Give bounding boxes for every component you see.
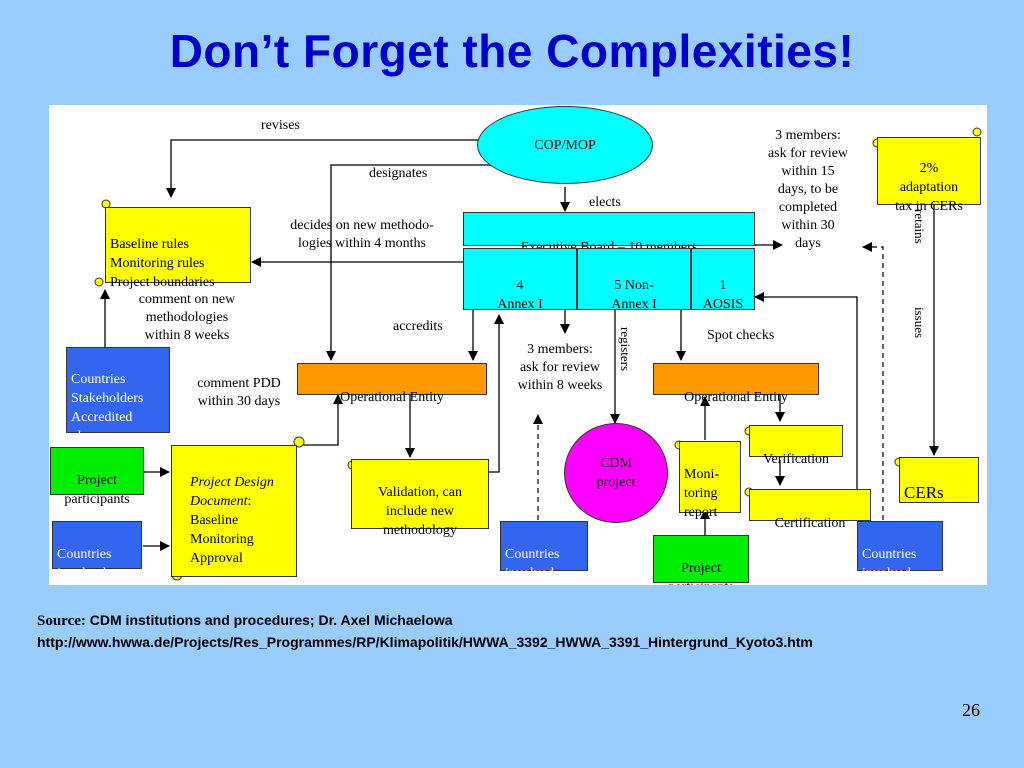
source-url[interactable]: http://www.hwwa.de/Projects/Res_Programm… [37,634,813,650]
countries-stakeholders-node: Countries Stakeholders Accredited observ… [66,347,170,444]
project-participants-right-node: Project participants [653,535,749,585]
operational-entity-left-label: Operational Entity [340,390,444,405]
label-issues: issues [912,307,927,339]
arrow-countries-right-review [862,242,884,520]
label-registers: registers [618,327,633,372]
eb-aosis-label: 1 AOSIS [702,278,744,312]
operational-entity-right-node: Operational Entity [653,363,819,405]
monitoring-report-node: Moni- toring report [679,441,741,520]
project-participants-left-label: Project participants [64,473,130,507]
eb-aosis-node: 1 AOSIS [691,248,755,312]
cers-node: CERs [899,457,979,503]
source-text: CDM institutions and procedures; Dr. Axe… [85,612,453,628]
executive-board-node: Executive Board – 10 members [463,212,755,255]
label-comment-methodologies: comment on new methodologies within 8 we… [138,292,236,343]
countries-involved-left-node: Countries involved [52,521,142,581]
countries-involved-left-label: Countries involved [57,547,112,581]
baseline-rules-label: Baseline rules Monitoring rules Project … [110,237,215,290]
countries-stakeholders-label: Countries Stakeholders Accredited observ… [71,372,144,444]
certification-node: Certification [749,489,871,531]
adaptation-tax-node: 2% adaptation tax in CERs [877,137,981,214]
arrow-validation-to-eb [489,314,504,473]
certification-label: Certification [774,516,846,531]
source-label: Source: [37,613,86,629]
pdd-title: Project Design Document [190,475,274,509]
countries-involved-right-node: Countries involved [857,521,943,581]
cop-mop-node: COP/MOP [477,106,653,184]
project-participants-right-label: Project participants [668,561,733,585]
eb-annex1-node: 4 Annex I [463,248,577,312]
pdd-node: Project Design Document: Baseline Monito… [171,445,297,577]
cdm-project-node: CDM project [564,423,668,523]
label-spot-checks: Spot checks [707,328,775,343]
cop-mop-label: COP/MOP [534,137,596,153]
source-citation: Source: CDM institutions and procedures;… [37,610,997,653]
adaptation-tax-label: 2% adaptation tax in CERs [895,161,963,214]
countries-involved-right-label: Countries involved [862,547,917,581]
verification-label: Verification [762,452,830,467]
operational-entity-left-node: Operational Entity [297,363,487,405]
validation-label: Validation, can include new methodology [378,485,462,538]
project-participants-left-node: Project participants [50,447,144,507]
cers-label: CERs [904,483,944,502]
validation-node: Validation, can include new methodology [351,459,489,538]
operational-entity-right-label: Operational Entity [684,390,788,405]
label-comment-pdd: comment PDD within 30 days [197,376,281,409]
pdd-colon: : [247,494,252,509]
pdd-body: Baseline Monitoring Approval [190,513,254,566]
countries-involved-mid-node: Countries involved [500,521,588,581]
countries-involved-mid-label: Countries involved [505,547,560,581]
cdm-project-label: CDM project [596,456,636,490]
verification-node: Verification [749,425,843,467]
cdm-diagram: COP/MOP Executive Board – 10 members 4 A… [49,105,987,585]
label-revises: revises [261,118,300,133]
label-elects: elects [589,195,621,210]
label-decides: decides on new methodo- logies within 4 … [290,218,434,251]
arrow-designates [326,164,501,361]
arrow-comment-pdd [297,394,343,446]
arrow-revises [166,139,481,198]
label-accredits: accredits [393,319,443,334]
slide-title: Don’t Forget the Complexities! [169,25,855,77]
monitoring-report-label: Moni- toring report [684,467,719,520]
label-three-members-8weeks: 3 members: ask for review within 8 weeks [517,342,603,393]
eb-annex1-label: 4 Annex I [497,278,543,312]
baseline-rules-node: Baseline rules Monitoring rules Project … [105,207,251,290]
eb-nonannex-node: 5 Non- Annex I [577,248,691,312]
label-retains: retains [912,209,927,244]
page-number: 26 [962,700,980,720]
label-three-members-15days: 3 members: ask for review within 15 days… [767,128,849,251]
label-designates: designates [369,166,428,181]
eb-nonannex-label: 5 Non- Annex I [611,278,657,312]
